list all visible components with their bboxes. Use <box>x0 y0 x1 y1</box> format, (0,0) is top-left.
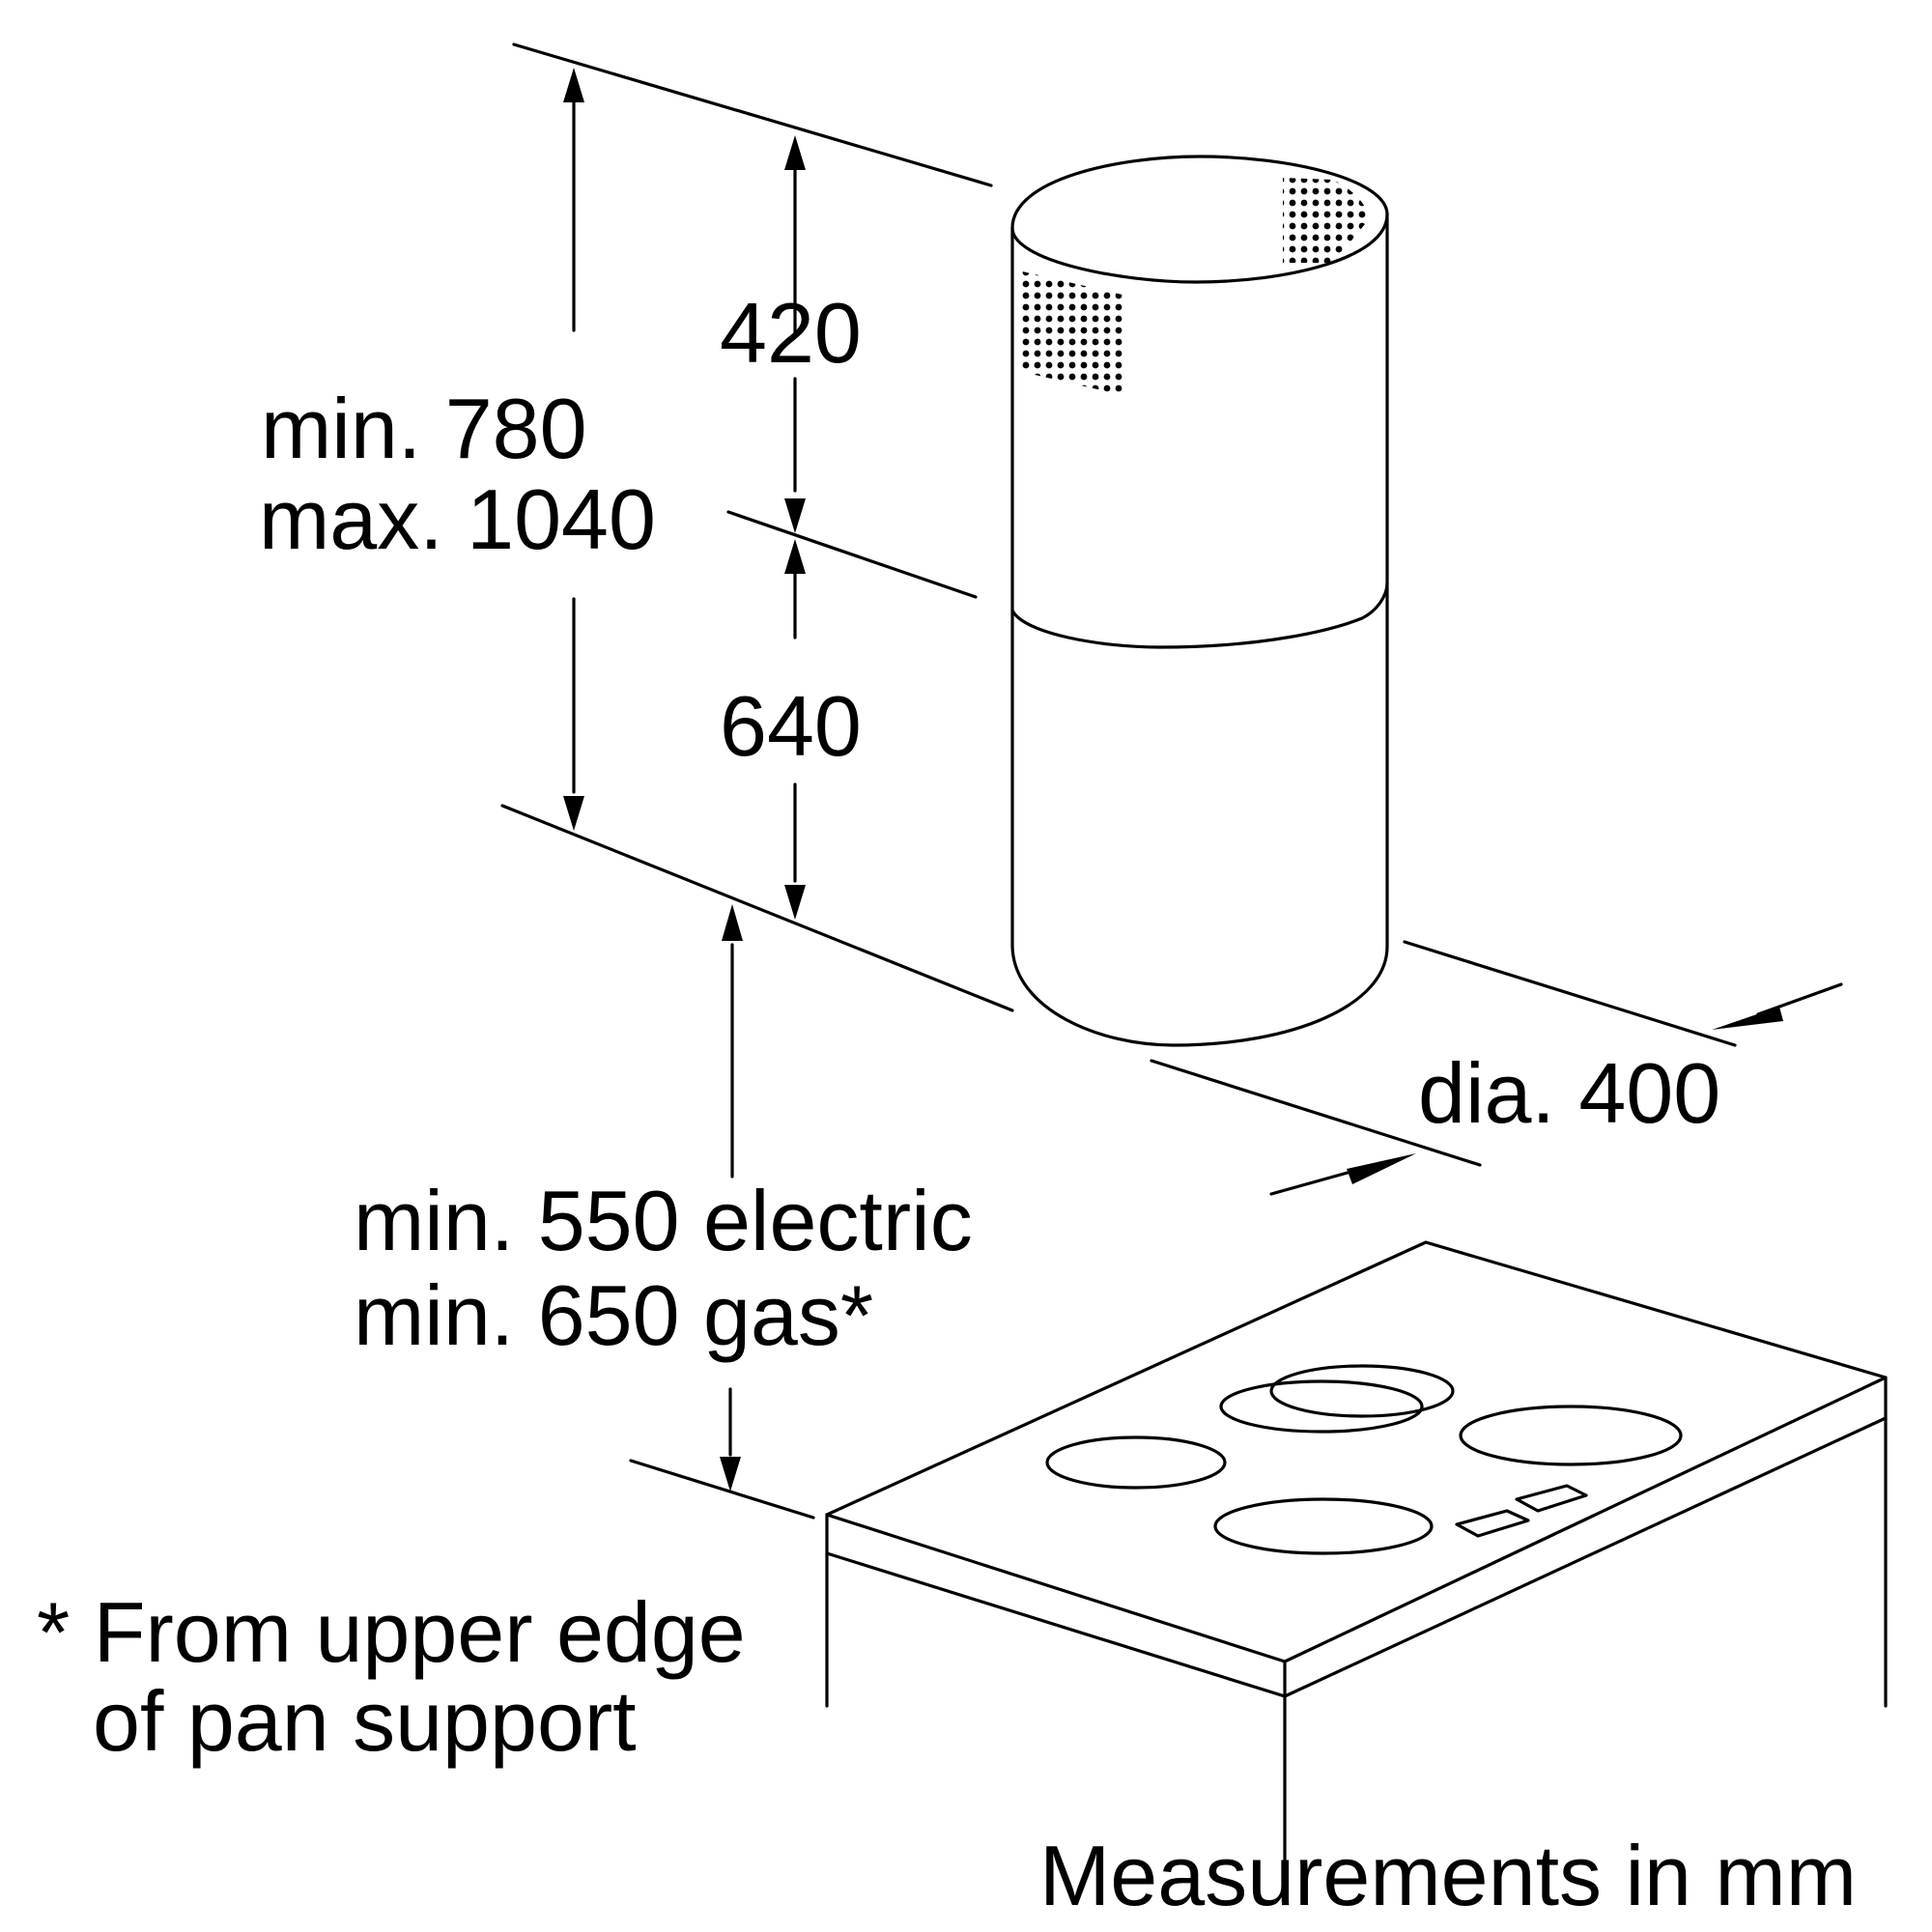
footnote-line-1: * From upper edge <box>37 1584 746 1680</box>
cooking-zone-left <box>1045 1435 1227 1490</box>
label-lower-chimney-640: 640 <box>720 678 862 774</box>
dimension-arrow-640 <box>784 539 806 920</box>
pan-support-reference-line <box>629 1459 815 1520</box>
worktop-right-bottom-edge <box>1283 1416 1888 1698</box>
label-clearance-gas: min. 650 gas* <box>354 1267 873 1363</box>
chimney-joint-seam <box>1010 582 1389 649</box>
diameter-reference-line-back <box>1403 940 1737 1047</box>
units-note: Measurements in mm <box>1039 1828 1857 1923</box>
hob-control-1 <box>1455 1509 1530 1538</box>
hob-top-surface <box>825 1240 1888 1663</box>
chimney-hood <box>1010 155 1389 1047</box>
label-total-min: min. 780 <box>261 381 587 476</box>
label-diameter: dia. 400 <box>1418 1045 1720 1141</box>
label-total-max: max. 1040 <box>259 471 656 567</box>
hood-bottom-edge <box>1010 945 1389 1047</box>
diameter-reference-line-front <box>1150 1059 1482 1167</box>
worktop-front-bottom-edge <box>825 1551 1287 1698</box>
ceiling-reference-line <box>512 43 993 187</box>
vent-grille-front <box>1018 270 1126 396</box>
dimension-arrow-420 <box>784 135 806 533</box>
hob-worktop <box>825 1240 1888 1866</box>
cooking-zone-back-outer <box>1219 1379 1424 1434</box>
hood-top-rim <box>1010 155 1389 230</box>
cooking-zone-right <box>1459 1405 1683 1466</box>
label-upper-chimney-420: 420 <box>720 285 862 381</box>
cooking-zone-back-inner <box>1269 1364 1455 1418</box>
hood-bottom-reference-line <box>500 804 1014 1012</box>
vent-grille-back <box>1283 178 1370 263</box>
dimension-arrow-total-height <box>563 68 584 831</box>
dimension-arrow-clearance <box>720 904 743 1492</box>
hood-top-front-edge <box>1010 213 1389 284</box>
label-clearance-electric: min. 550 electric <box>354 1173 973 1268</box>
cooking-zone-front <box>1213 1497 1434 1555</box>
footnote-line-2: of pan support <box>93 1673 637 1769</box>
chimney-joint-reference-line <box>726 510 978 599</box>
hob-control-2 <box>1515 1484 1588 1513</box>
dimension-arrow-diameter <box>1269 982 1843 1196</box>
